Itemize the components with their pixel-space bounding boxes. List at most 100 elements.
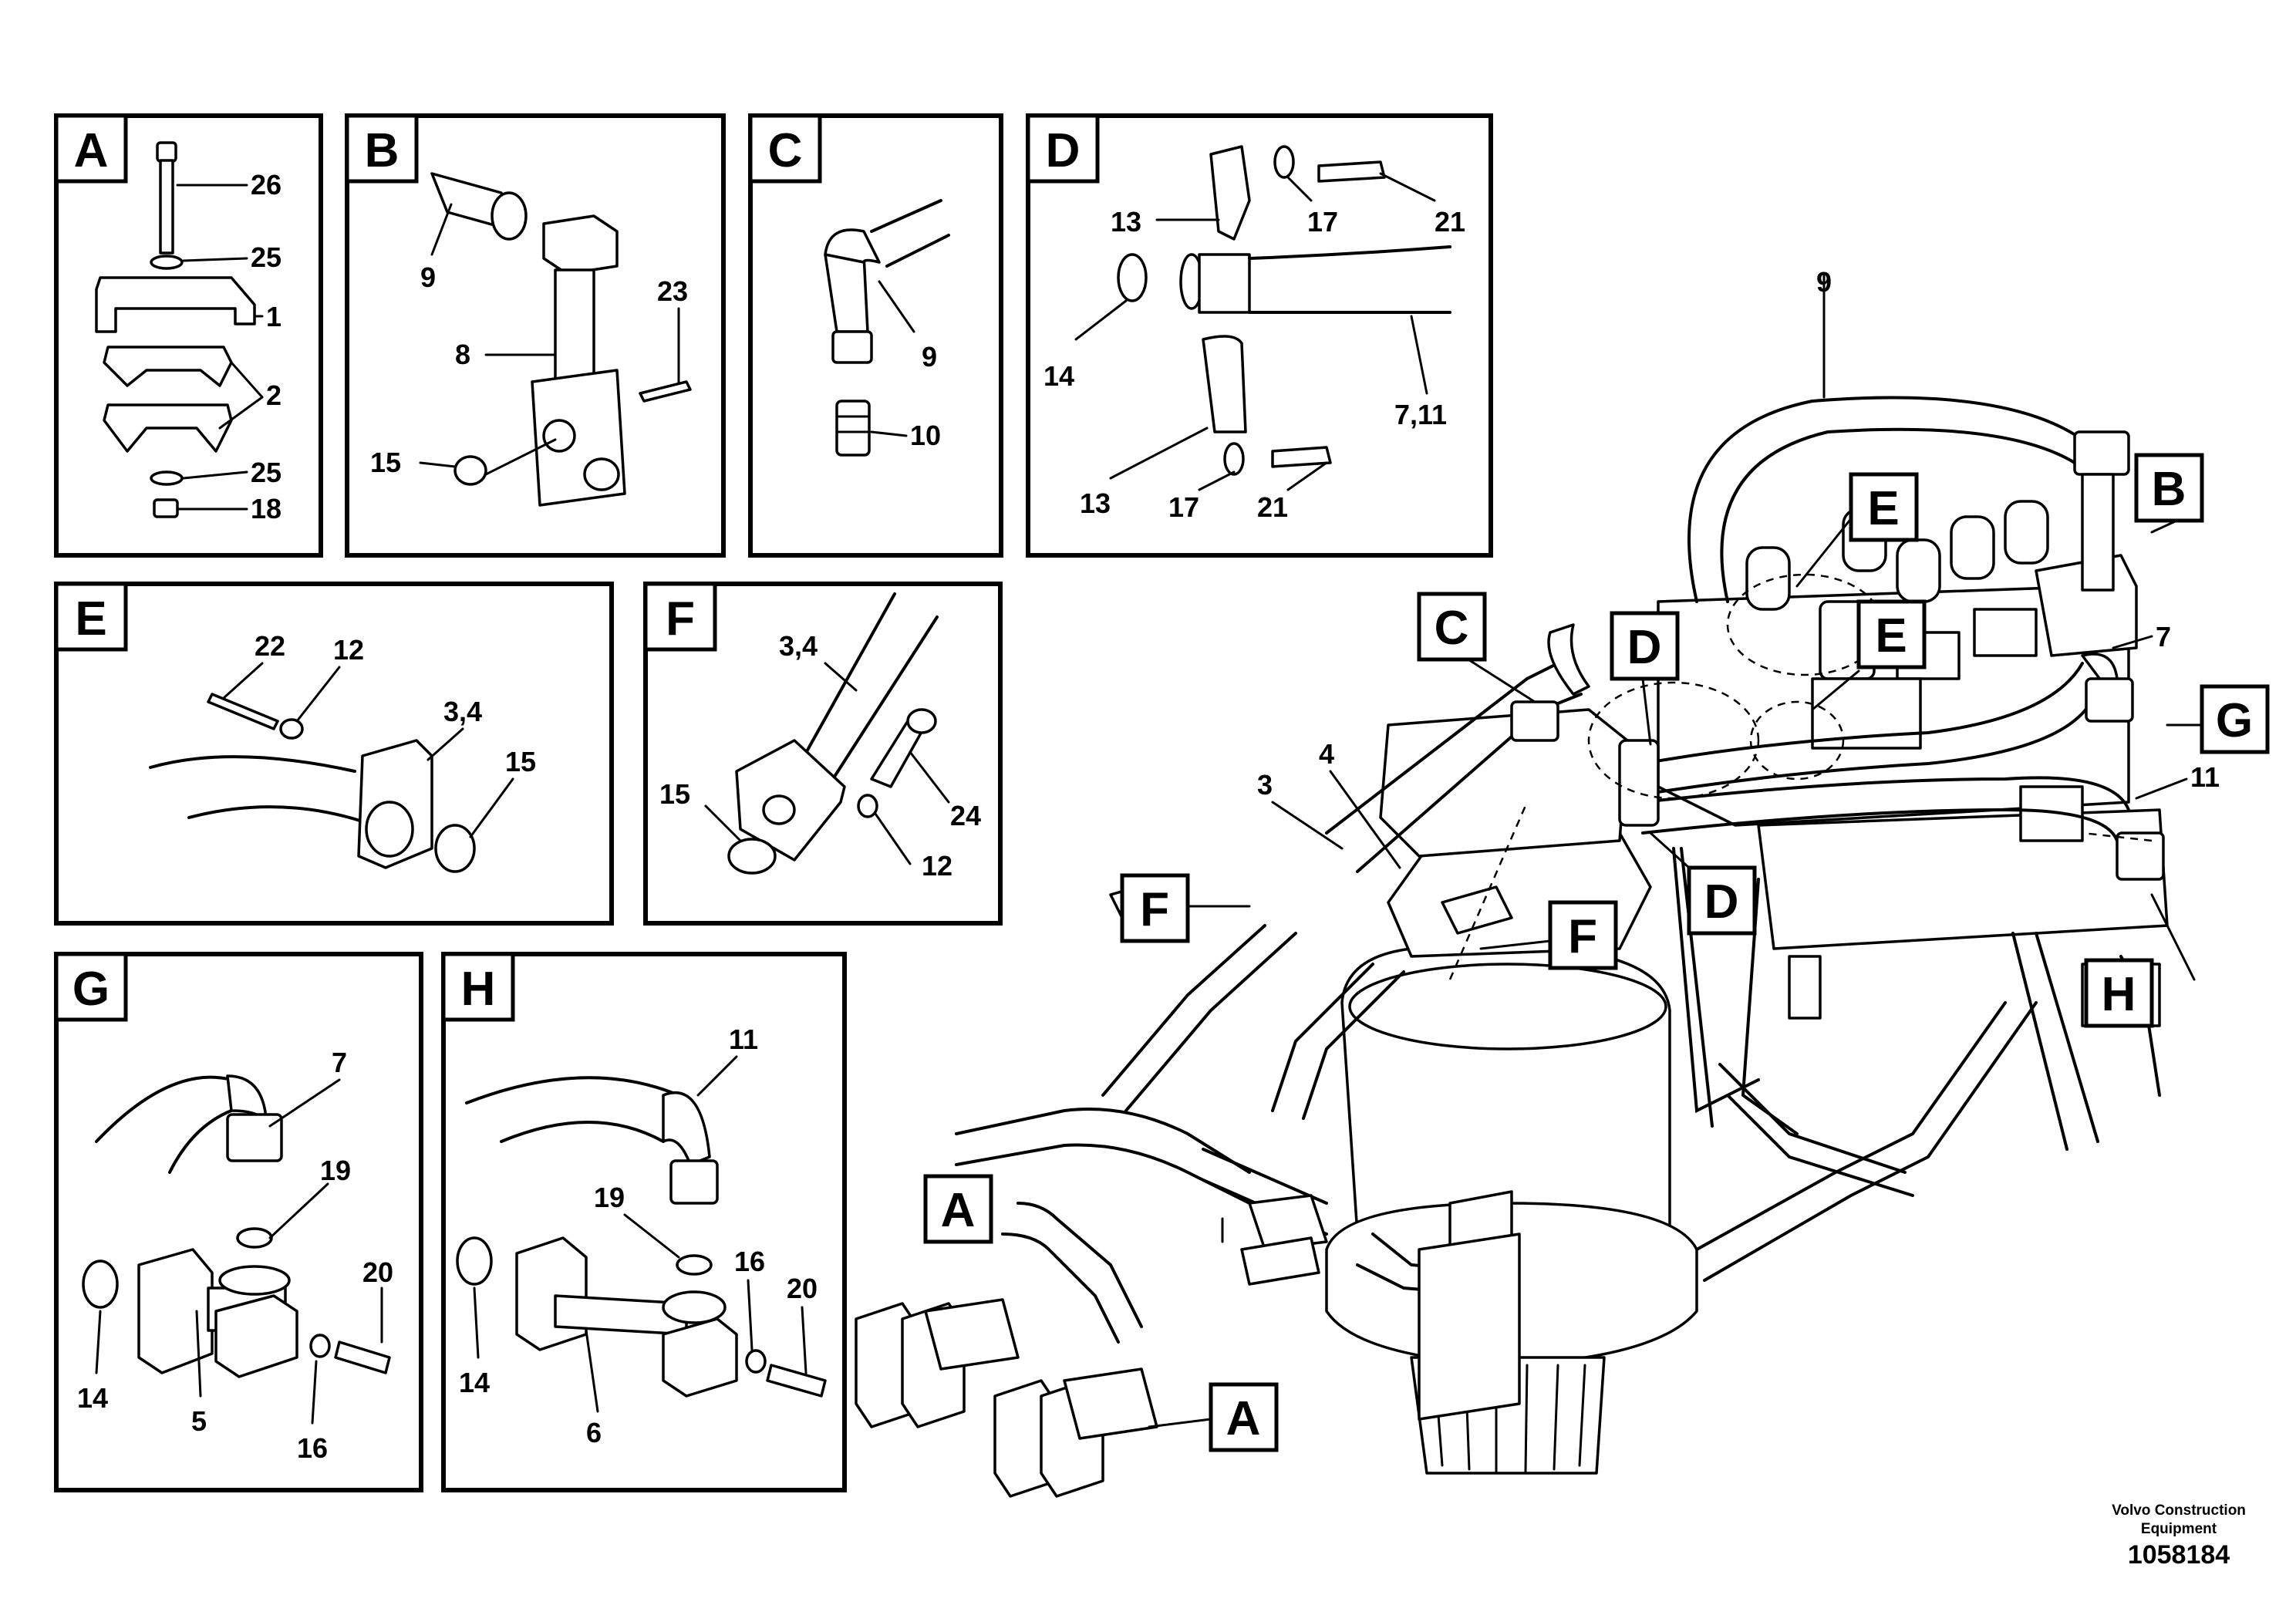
main-callout-3: 3 <box>1257 769 1273 801</box>
callout-9: 9 <box>420 261 436 293</box>
callout-13-top: 13 <box>1111 206 1141 238</box>
callout-h-20: 20 <box>787 1273 818 1304</box>
panel-g-letter-box <box>54 952 128 1022</box>
callout-10: 10 <box>910 420 941 451</box>
panel-a-letter-box <box>54 113 128 184</box>
main-callout-7: 7 <box>2156 621 2171 653</box>
panel-g: G 7 19 20 14 5 16 <box>54 952 423 1492</box>
panel-b-callouts: 9 8 23 15 <box>370 203 688 478</box>
panel-f-letter-box <box>643 582 717 652</box>
main-letter-b: B <box>2152 463 2186 516</box>
panel-f-letter: F <box>666 592 695 646</box>
panel-e-letter-box <box>54 582 128 652</box>
panel-h-letter: H <box>461 963 496 1016</box>
panel-g-callouts: 7 19 20 14 5 16 <box>77 1047 393 1464</box>
panel-e-letter: E <box>75 592 106 646</box>
detail-circle-e-right <box>1749 700 1845 781</box>
detail-leader-f <box>1448 801 1529 980</box>
panel-g-fitting-drawing <box>82 1074 391 1378</box>
callout-h-16: 16 <box>734 1246 765 1277</box>
panel-e: E 22 12 3,4 15 <box>54 582 614 926</box>
panel-d-frame <box>1026 113 1493 558</box>
panel-c-callouts: 9 10 <box>870 280 941 451</box>
main-box-d1 <box>1610 611 1680 681</box>
callout-e-12: 12 <box>333 634 364 666</box>
main-callout-numbers: 9 7 11 3 4 <box>1257 266 2220 801</box>
main-box-e1 <box>1849 472 1919 542</box>
main-letter-f2: F <box>1568 910 1597 963</box>
callout-h-19: 19 <box>594 1182 625 1213</box>
callout-25-top: 25 <box>251 241 282 273</box>
panel-c: C 9 10 <box>748 113 1003 558</box>
callout-23: 23 <box>657 275 688 307</box>
callout-6: 6 <box>586 1417 602 1448</box>
panel-b: B 9 8 23 15 <box>345 113 726 558</box>
panel-d-flange-drawing <box>1117 145 1451 476</box>
callout-h-14: 14 <box>459 1367 490 1398</box>
main-callout-9: 9 <box>1816 266 1832 298</box>
panel-d-letter: D <box>1046 124 1081 177</box>
callout-g-7: 7 <box>332 1047 347 1078</box>
main-box-f2 <box>1548 900 1618 970</box>
callout-g-19: 19 <box>320 1155 351 1186</box>
main-letter-h: H <box>2102 968 2136 1021</box>
main-letter-a1: A <box>941 1184 976 1237</box>
panel-d-letter-box <box>1026 113 1100 184</box>
main-letter-d2: D <box>1704 875 1739 929</box>
panel-a-callouts: 26 25 1 2 25 18 <box>176 169 282 524</box>
callout-17-top: 17 <box>1307 206 1338 238</box>
main-letter-boxes: A A B C D D E E F F G H <box>923 453 2270 1452</box>
callout-f-15: 15 <box>659 778 690 810</box>
panel-c-letter: C <box>768 124 803 177</box>
panel-h-fitting-drawing <box>456 1076 827 1398</box>
callout-f-12: 12 <box>922 850 952 882</box>
main-callout-4: 4 <box>1319 738 1334 770</box>
main-box-a1 <box>923 1174 993 1244</box>
panel-h-callouts: 11 19 16 20 14 6 <box>459 1023 818 1448</box>
main-callout-lines <box>1148 272 2203 1428</box>
main-assembly <box>855 396 2169 1498</box>
panel-b-letter: B <box>365 124 400 177</box>
footer-brand-line2: Equipment <box>2140 1521 2217 1537</box>
callout-e-3-4: 3,4 <box>443 696 482 727</box>
panel-d-callouts: 13 17 21 14 7,11 13 17 21 <box>1043 172 1465 523</box>
main-box-g <box>2200 684 2270 754</box>
callout-22: 22 <box>255 630 285 662</box>
main-letter-e1: E <box>1867 482 1899 535</box>
callout-25-bottom: 25 <box>251 457 282 488</box>
main-letter-g: G <box>2216 694 2253 747</box>
main-letter-e2: E <box>1875 609 1907 663</box>
callout-g-14: 14 <box>77 1382 108 1414</box>
callout-c-9: 9 <box>922 341 937 373</box>
main-box-h <box>2084 958 2154 1028</box>
panel-g-letter: G <box>72 963 110 1016</box>
panel-e-frame <box>54 582 614 926</box>
callout-24: 24 <box>950 800 981 831</box>
panel-c-letter-box <box>748 113 822 184</box>
panel-h-letter-box <box>441 952 515 1022</box>
callout-1: 1 <box>266 301 282 332</box>
footer-drawing-number: 1058184 <box>2127 1540 2230 1570</box>
main-box-b <box>2134 453 2204 523</box>
detail-leader-h <box>2082 831 2153 842</box>
main-box-c <box>1417 592 1487 662</box>
main-callout-11: 11 <box>2190 761 2220 793</box>
callout-15: 15 <box>370 447 401 478</box>
main-letter-a2: A <box>1226 1392 1261 1445</box>
callout-21-top: 21 <box>1435 206 1465 238</box>
panel-f-flange-drawing <box>727 592 939 875</box>
main-letter-c: C <box>1435 602 1469 655</box>
main-box-d2 <box>1687 865 1757 936</box>
callout-2: 2 <box>266 379 282 411</box>
panel-f-callouts: 3,4 15 24 12 <box>659 630 981 882</box>
panel-d: D 13 17 21 14 7,11 <box>1026 113 1493 558</box>
callout-14: 14 <box>1043 360 1074 392</box>
panel-e-callouts: 22 12 3,4 15 <box>222 630 536 838</box>
callout-7-11: 7,11 <box>1394 399 1447 430</box>
panel-f-frame <box>643 582 1003 926</box>
detail-circle-d <box>1587 681 1760 800</box>
panel-a-frame <box>54 113 323 558</box>
callout-8: 8 <box>455 339 470 370</box>
main-box-f1 <box>1120 873 1190 943</box>
